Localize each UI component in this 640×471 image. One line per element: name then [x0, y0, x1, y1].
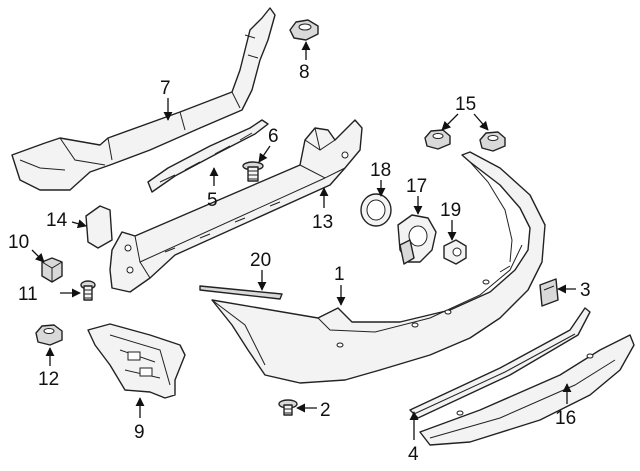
part-18-ring: [360, 193, 392, 227]
callout-16: 16: [555, 408, 576, 429]
callout-6: 6: [268, 126, 279, 147]
callout-1: 1: [334, 264, 345, 285]
callout-14: 14: [46, 210, 68, 231]
part-9-bracket: [87, 323, 186, 399]
part-7-energy-absorber: [11, 7, 276, 191]
leader-15b: [473, 113, 489, 131]
callout-12: 12: [38, 369, 59, 390]
callout-8: 8: [299, 62, 310, 83]
part-16-lower-panel: [419, 334, 635, 446]
leader-10: [31, 249, 45, 263]
part-19-sensor: [443, 239, 467, 265]
part-8-nut: [289, 19, 319, 41]
part-17-sensor: [397, 214, 437, 265]
callout-labels: 1 2 3 4 5 6 7 8 9 10 11 12 13 14 15 16 1…: [8, 62, 591, 465]
leader-lines: [31, 41, 576, 440]
part-14-panel: [85, 205, 113, 249]
callout-4: 4: [408, 444, 419, 465]
callout-7: 7: [160, 78, 171, 99]
part-4-strip: [409, 307, 591, 419]
part-20-trim-strip: [199, 285, 283, 300]
part-3-clip: [539, 278, 559, 307]
part-5-strip: [147, 119, 269, 193]
callout-3: 3: [580, 280, 591, 301]
callout-11: 11: [18, 284, 38, 305]
part-11-screw: [80, 280, 96, 301]
callout-2: 2: [320, 400, 331, 421]
leader-15a: [441, 113, 459, 131]
leader-14: [71, 219, 87, 229]
callout-19: 19: [440, 200, 461, 221]
part-13-reinforcement-bar: [109, 119, 363, 293]
callout-18: 18: [370, 160, 391, 181]
callout-13: 13: [312, 212, 333, 233]
callout-10: 10: [8, 232, 29, 253]
callout-5: 5: [207, 190, 218, 211]
callout-17: 17: [406, 176, 427, 197]
part-2-bolt: [278, 399, 298, 416]
part-6-bolt: [242, 161, 264, 182]
callout-20: 20: [250, 250, 271, 271]
callout-15: 15: [455, 94, 476, 115]
part-1-bumper-cover: [211, 151, 546, 384]
part-10-clip: [41, 257, 63, 283]
part-12-nut: [35, 324, 63, 346]
part-15-nuts: [424, 129, 506, 152]
callout-9: 9: [134, 422, 145, 443]
leader-6: [258, 145, 271, 163]
